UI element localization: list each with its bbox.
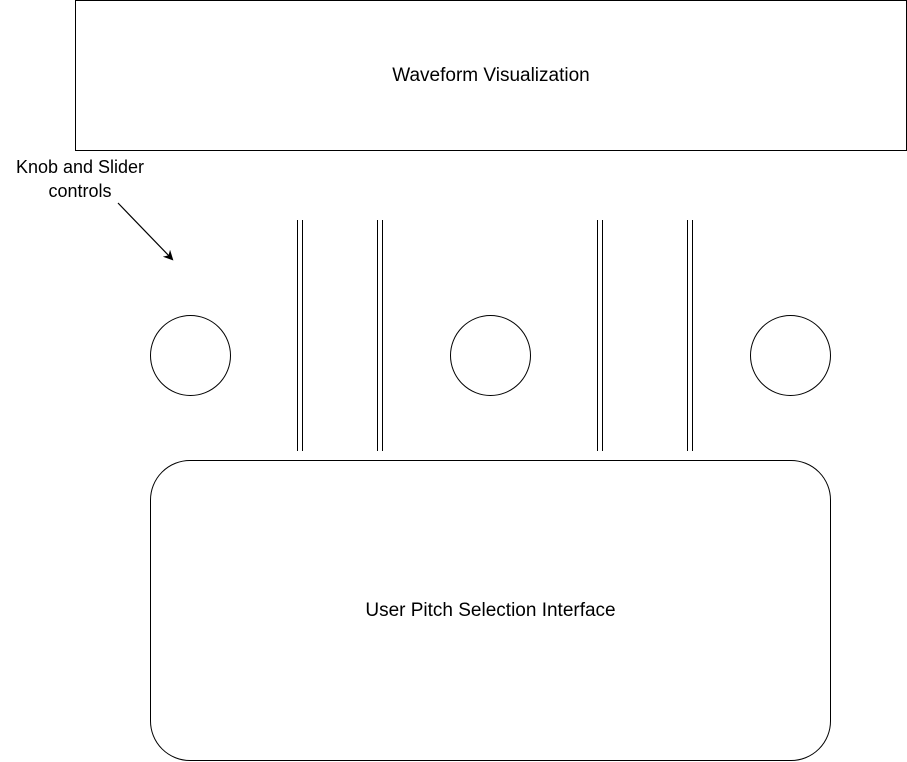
knob-control-1[interactable] <box>150 315 231 396</box>
waveform-visualization-box: Waveform Visualization <box>75 0 907 151</box>
user-pitch-selection-interface-label: User Pitch Selection Interface <box>365 599 616 621</box>
slider-control-2[interactable] <box>377 220 383 451</box>
slider-control-4[interactable] <box>687 220 693 451</box>
slider-control-1[interactable] <box>297 220 303 451</box>
knob-control-3[interactable] <box>750 315 831 396</box>
knob-slider-callout-label: Knob and Slider controls <box>15 157 145 201</box>
waveform-visualization-label: Waveform Visualization <box>392 64 590 86</box>
slider-control-3[interactable] <box>597 220 603 451</box>
user-pitch-selection-interface-box[interactable]: User Pitch Selection Interface <box>150 460 831 761</box>
callout-arrow-line <box>117 202 174 261</box>
knob-control-2[interactable] <box>450 315 531 396</box>
